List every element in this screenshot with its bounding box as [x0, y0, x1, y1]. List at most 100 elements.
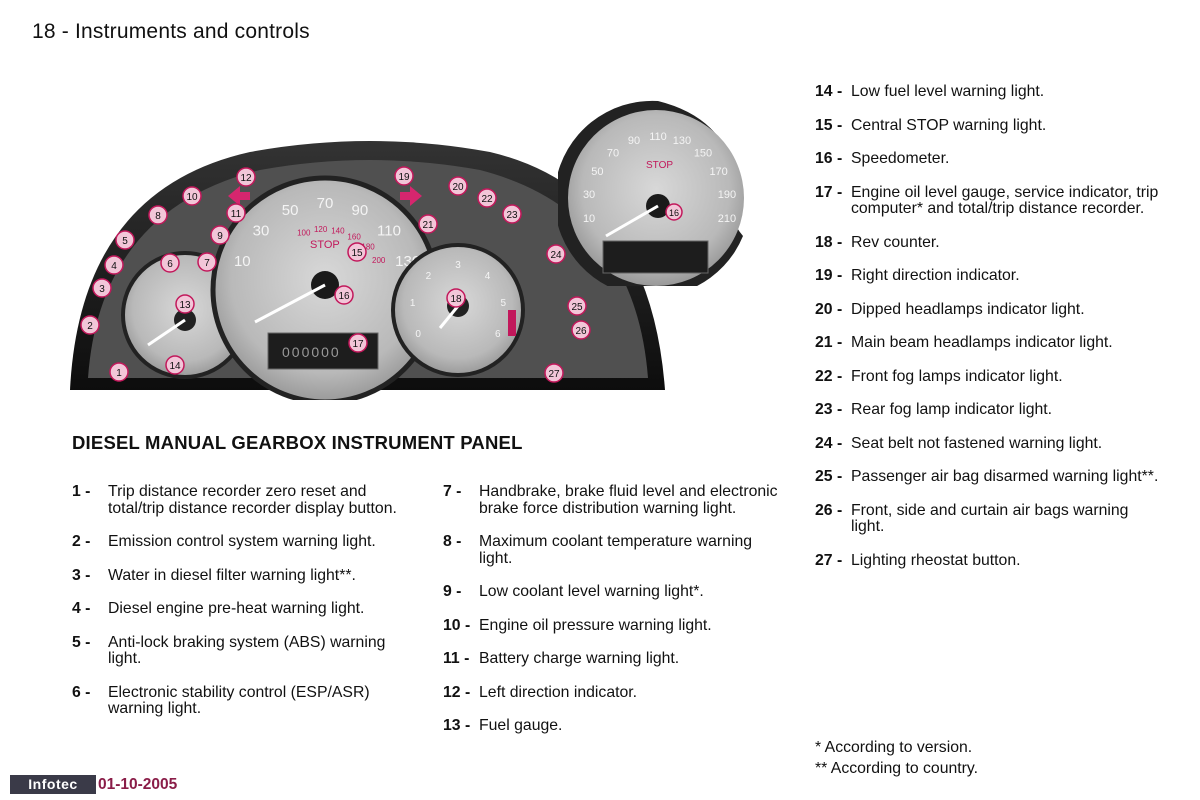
speedometer-inner-tick-label: 180 [361, 242, 375, 251]
infotec-logo: Infotec [10, 775, 96, 794]
legend-item-number: 10 - [443, 616, 471, 634]
callout-number: 27 [548, 369, 560, 380]
legend-item-number: 27 - [815, 551, 843, 569]
legend-item-text: Main beam headlamps indicator light. [851, 334, 1113, 351]
legend-item-text: Passenger air bag disarmed warning light… [851, 468, 1159, 485]
callout-number: 19 [398, 172, 410, 183]
callout-number: 15 [351, 248, 363, 259]
legend-item-number: 18 - [815, 233, 843, 251]
callout-marker [109, 362, 129, 382]
legend-item-text: Front, side and curtain air bags warning… [851, 501, 1129, 535]
legend-item-text: Fuel gauge. [479, 717, 563, 734]
legend-item: 6 -Electronic stability control (ESP/ASR… [72, 683, 412, 718]
legend-item: 17 - Engine oil level gauge, service indi… [815, 183, 1165, 218]
zoom-speedometer-tick-label: 210 [718, 213, 736, 225]
callout-marker [197, 252, 217, 272]
speedometer-tick-label: 10 [234, 253, 251, 270]
legend-item: 13 - Fuel gauge. [443, 717, 783, 735]
speedometer-needle [254, 283, 326, 324]
legend-item-number: 19 - [815, 267, 843, 284]
legend-item-number: 22 - [815, 367, 843, 385]
legend-item-number: 26 - [815, 501, 843, 519]
callout-marker [334, 285, 354, 305]
legend-item: 4 -Diesel engine pre-heat warning light. [72, 600, 412, 618]
callout-number: 20 [452, 182, 464, 193]
speedometer-tick-label: 50 [282, 202, 299, 219]
callout-marker [544, 363, 564, 383]
rev-counter-tick-label: 0 [415, 329, 421, 340]
callout-marker [571, 320, 591, 340]
legend-column-3: 14 -Low fuel level warning light.15 -Cen… [815, 83, 1165, 569]
zoom-speedometer-tick-label: 50 [591, 166, 603, 178]
legend-item-number: 6 - [72, 683, 91, 701]
legend-item-text: Emission control system warning light. [108, 533, 376, 550]
legend-item-text: Rev counter. [851, 233, 940, 251]
callout-number: 24 [550, 250, 562, 261]
callout-marker [347, 242, 367, 262]
callout-marker [104, 255, 124, 275]
legend-item: 25 - Passenger air bag disarmed warning l… [815, 468, 1165, 486]
speedometer-tick-label: 70 [317, 195, 334, 212]
callout-marker [446, 288, 466, 308]
legend-item-number: 24 - [815, 434, 843, 452]
legend-item: 16 -Speedometer. [815, 150, 1165, 168]
callout-marker [348, 333, 368, 353]
footer-date: 01-10-2005 [98, 776, 178, 793]
callout-marker [80, 315, 100, 335]
legend-item: 11 -Battery charge warning light. [443, 650, 783, 668]
legend-item-number: 7 - [443, 483, 462, 500]
zoom-speedometer-tick-label: 70 [607, 147, 619, 159]
footnote-country: ** According to country. [815, 760, 979, 777]
callout-number: 4 [111, 261, 117, 272]
legend-item: 26 - Front, side and curtain air bags war… [815, 501, 1165, 536]
speedometer-inner-tick-label: 120 [314, 225, 328, 234]
legend-item-text: Front fog lamps indicator light. [851, 367, 1063, 385]
zoom-odometer-display [602, 240, 709, 274]
legend-item-text: Lighting rheostat button. [851, 551, 1021, 569]
callout-number: 23 [506, 210, 518, 221]
legend-item-text: Low coolant level warning light*. [479, 583, 704, 600]
callout-number: 8 [155, 211, 161, 222]
zoom-speedometer-needle [605, 204, 659, 238]
legend-item-number: 17 - [815, 183, 843, 201]
legend-item-number: 21 - [815, 334, 843, 351]
callout-number: 13 [179, 300, 191, 311]
legend-item-text: Anti-lock braking system (ABS) warning l… [108, 633, 386, 667]
legend-item-text: Left direction indicator. [479, 683, 638, 701]
legend-item: 9 -Low coolant level warning light*. [443, 583, 783, 601]
callout-marker [394, 166, 414, 186]
legend-item-number: 25 - [815, 468, 843, 485]
callout-marker [182, 186, 202, 206]
footnotes: * According to version. ** According to … [815, 737, 978, 779]
callout-number: 3 [99, 284, 105, 295]
legend-item: 24 -Seat belt not fastened warning light… [815, 434, 1165, 453]
legend-item-number: 15 - [815, 116, 843, 134]
legend-item-number: 11 - [443, 650, 470, 667]
callout-16-zoom-label: 16 [669, 208, 679, 218]
fuel-gauge-needle [147, 318, 186, 347]
panel-heading: DIESEL MANUAL GEARBOX INSTRUMENT PANEL [72, 432, 523, 453]
zoom-speedometer-tick-label: 30 [583, 189, 595, 201]
callout-number: 5 [122, 236, 128, 247]
legend-item-number: 12 - [443, 683, 471, 701]
zoom-speedometer-tick-label: 90 [628, 135, 640, 147]
callout-marker [477, 188, 497, 208]
speedometer-inner-tick-label: 140 [331, 226, 345, 235]
zoom-speedometer-tick-label: 150 [694, 147, 712, 159]
legend-item: 10 -Engine oil pressure warning light. [443, 616, 783, 635]
legend-item: 3 -Water in diesel filter warning light*… [72, 567, 412, 585]
rev-counter-tick-label: 3 [455, 260, 461, 271]
callout-number: 1 [116, 368, 122, 379]
legend-item-text: Engine oil level gauge, service indicato… [851, 183, 1159, 217]
callout-marker [210, 225, 230, 245]
legend-item-text: Speedometer. [851, 150, 950, 167]
legend-item-number: 13 - [443, 717, 471, 734]
callout-marker [165, 355, 185, 375]
callout-number: 9 [217, 231, 223, 242]
rev-counter-tick-label: 2 [426, 271, 432, 282]
zoom-speedometer-tick-label: 130 [673, 135, 691, 147]
callout-marker [448, 176, 468, 196]
